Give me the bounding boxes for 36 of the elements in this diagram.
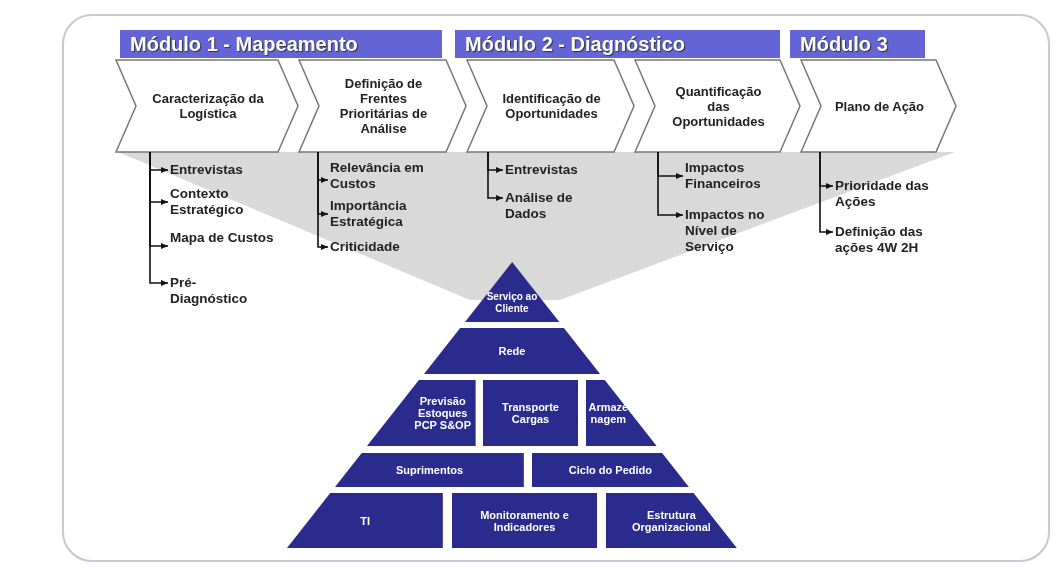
pyramid-block: Transporte Cargas	[483, 380, 578, 446]
process-step: Identificação de Oportunidades	[467, 60, 634, 152]
sub-step-label: Impactos Financeiros	[685, 160, 795, 192]
sub-step-label: Importância Estratégica	[330, 198, 462, 230]
process-step: Caracterização da Logística	[116, 60, 298, 152]
pyramid-block: TI	[287, 493, 443, 548]
bracket-arrow	[487, 151, 504, 201]
sub-step-label: Relevância em Custos	[330, 160, 462, 192]
pyramid-block: Ciclo do Pedido	[532, 453, 689, 487]
pyramid-block: Serviço ao Cliente	[464, 262, 560, 322]
pyramid-block: Previsão Estoques PCP S&OP	[367, 380, 476, 446]
pyramid-block: Monitoramento e Indicadores	[452, 493, 597, 548]
sub-step-label: Definição das ações 4W 2H	[835, 224, 930, 256]
bracket-arrow	[317, 151, 329, 250]
bracket-arrow	[657, 151, 684, 218]
module-header: Módulo 1 - Mapeamento	[120, 30, 442, 58]
sub-step-label: Criticidade	[330, 239, 462, 255]
sub-step-label: Pré-Diagnóstico	[170, 275, 270, 307]
sub-step-label: Entrevistas	[170, 162, 300, 178]
sub-step-label: Mapa de Custos	[170, 230, 300, 246]
process-step: Quantificação das Oportunidades	[635, 60, 800, 152]
sub-step-label: Análise de Dados	[505, 190, 605, 222]
process-step: Definição de Frentes Prioritárias de Análise	[299, 60, 466, 152]
bracket-arrow	[149, 151, 169, 286]
sub-step-label: Impactos no Nível de Serviço	[685, 207, 780, 255]
sub-step-label: Contexto Estratégico	[170, 186, 300, 218]
pyramid-block: Estrutura Organizacional	[606, 493, 737, 548]
sub-step-label: Entrevistas	[505, 162, 625, 178]
process-step: Plano de Ação	[801, 60, 956, 152]
module-header: Módulo 2 - Diagnóstico	[455, 30, 780, 58]
pyramid-block: Armaze nagem	[586, 380, 657, 446]
module-header: Módulo 3	[790, 30, 925, 58]
bracket-arrow	[819, 151, 834, 235]
sub-step-label: Prioridade das Ações	[835, 178, 930, 210]
pyramid-block: Suprimentos	[335, 453, 524, 487]
pyramid-block: Rede	[423, 328, 600, 374]
